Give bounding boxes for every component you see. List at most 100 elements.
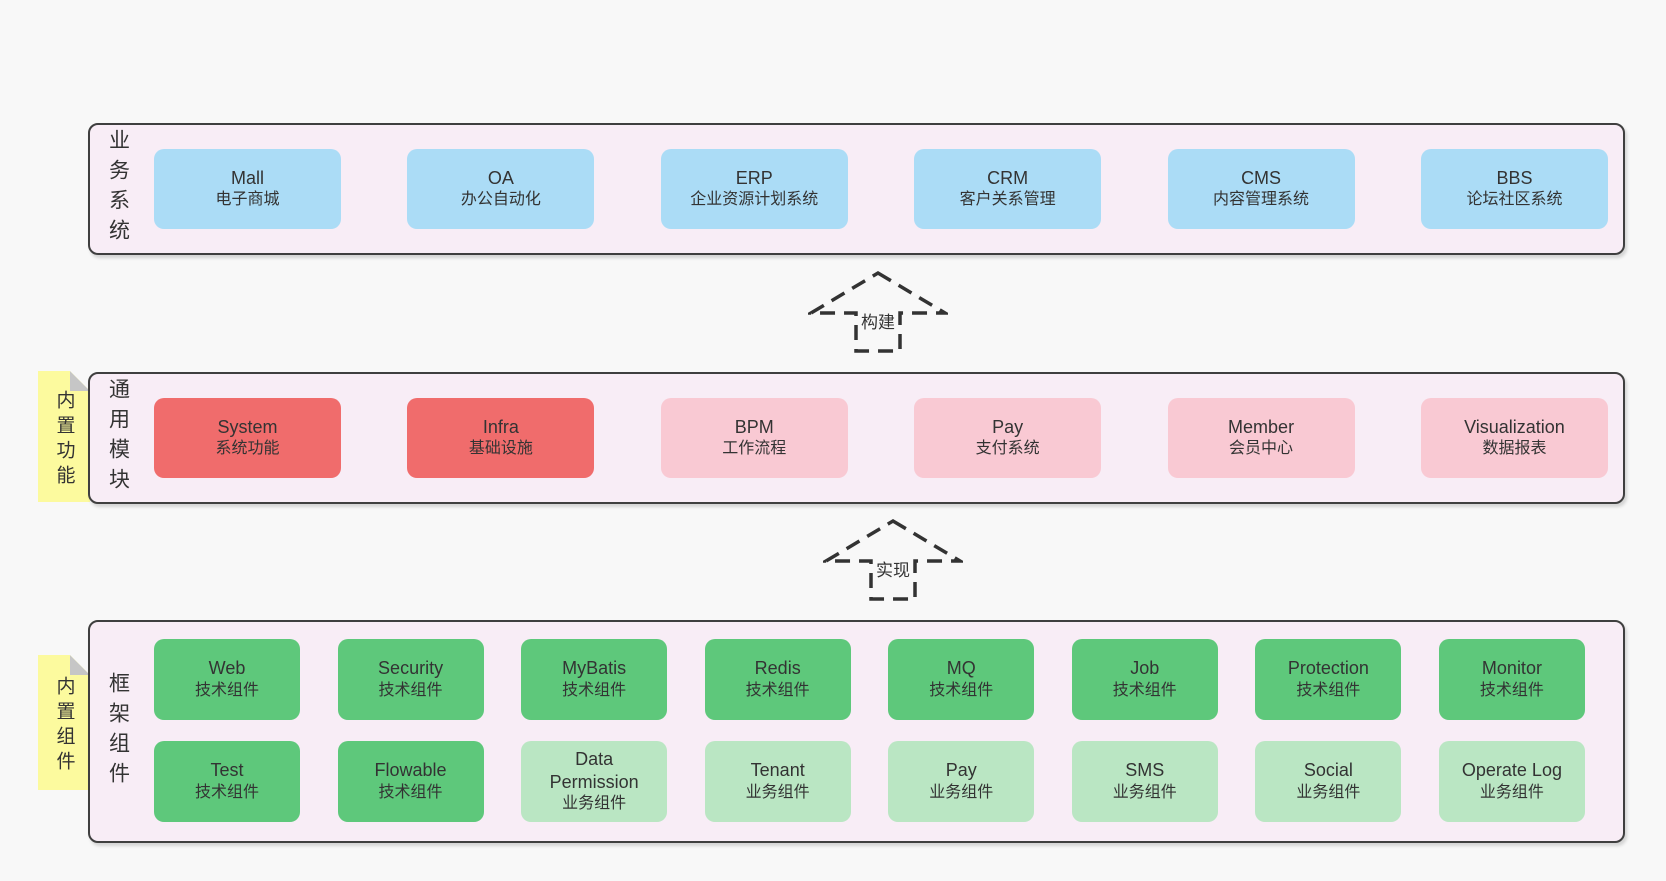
box-module-bpm: BPM 工作流程 bbox=[660, 398, 848, 478]
box-name: Job bbox=[1130, 658, 1160, 679]
box-name: Data Permission bbox=[549, 749, 639, 792]
box-component-security: Security 技术组件 bbox=[337, 639, 484, 720]
box-component-social: Social 业务组件 bbox=[1255, 741, 1402, 822]
box-name: Visualization bbox=[1464, 416, 1565, 437]
build-arrow-icon: 构建 bbox=[808, 270, 948, 353]
box-business-oa: OA 办公自动化 bbox=[407, 149, 595, 229]
box-desc: 论坛社区系统 bbox=[1466, 191, 1563, 209]
box-name: SMS bbox=[1125, 760, 1165, 781]
note-built-in-features: 内置功能 bbox=[38, 371, 90, 502]
box-component-sms: SMS 业务组件 bbox=[1071, 741, 1218, 822]
arrow-up-shape bbox=[808, 270, 948, 353]
implement-arrow-label: 实现 bbox=[876, 561, 910, 580]
box-component-mybatis: MyBatis 技术组件 bbox=[521, 639, 668, 720]
box-desc: 业务组件 bbox=[1112, 783, 1177, 801]
box-name: Test bbox=[210, 760, 244, 781]
box-name: Flowable bbox=[374, 760, 447, 781]
box-name: ERP bbox=[735, 167, 773, 188]
box-desc: 企业资源计划系统 bbox=[690, 191, 819, 209]
box-name: Social bbox=[1303, 760, 1353, 781]
box-name: OA bbox=[487, 167, 514, 188]
box-desc: 业务组件 bbox=[745, 783, 810, 801]
common-modules-panel: 通用模块 System 系统功能 Infra 基础设施 BPM 工作流程 Pay… bbox=[88, 372, 1625, 504]
framework-components-label-text: 框架组件 bbox=[106, 671, 130, 792]
box-desc: 技术组件 bbox=[1112, 681, 1177, 699]
box-desc: 技术组件 bbox=[929, 681, 994, 699]
box-component-mq: MQ 技术组件 bbox=[888, 639, 1035, 720]
implement-arrow-icon: 实现 bbox=[823, 518, 963, 601]
box-desc: 工作流程 bbox=[722, 440, 787, 458]
box-desc: 电子商城 bbox=[215, 191, 280, 209]
box-module-infra: Infra 基础设施 bbox=[407, 398, 595, 478]
box-component-web: Web 技术组件 bbox=[154, 639, 300, 720]
box-name: Operate Log bbox=[1461, 760, 1562, 781]
build-arrow-label: 构建 bbox=[861, 313, 895, 332]
components-row-1: Web 技术组件 Security 技术组件 MyBatis 技术组件 Redi… bbox=[154, 639, 1585, 720]
box-component-redis: Redis 技术组件 bbox=[704, 639, 851, 720]
box-desc: 业务组件 bbox=[1296, 783, 1361, 801]
box-name: MyBatis bbox=[562, 658, 627, 679]
box-desc: 技术组件 bbox=[378, 681, 443, 699]
box-module-member: Member 会员中心 bbox=[1167, 398, 1355, 478]
box-module-system: System 系统功能 bbox=[154, 398, 341, 478]
business-systems-label: 业务系统 bbox=[90, 125, 146, 253]
box-desc: 内容管理系统 bbox=[1213, 191, 1310, 209]
box-business-cms: CMS 内容管理系统 bbox=[1167, 149, 1355, 229]
folded-corner-icon bbox=[70, 655, 90, 675]
box-name: CMS bbox=[1241, 167, 1282, 188]
box-name: Pay bbox=[992, 416, 1024, 437]
business-systems-label-text: 业务系统 bbox=[106, 129, 130, 249]
box-name: System bbox=[217, 416, 278, 437]
components-row-2: Test 技术组件 Flowable 技术组件 Data Permission … bbox=[154, 741, 1585, 822]
box-desc: 技术组件 bbox=[194, 783, 259, 801]
box-name: Web bbox=[208, 658, 246, 679]
box-business-crm: CRM 客户关系管理 bbox=[914, 149, 1102, 229]
box-desc: 数据报表 bbox=[1482, 440, 1547, 458]
framework-components-panel: 框架组件 Web 技术组件 Security 技术组件 MyBatis 技术组件… bbox=[88, 620, 1625, 843]
box-module-pay: Pay 支付系统 bbox=[914, 398, 1102, 478]
box-desc: 技术组件 bbox=[1479, 681, 1544, 699]
box-business-mall: Mall 电子商城 bbox=[154, 149, 341, 229]
box-desc: 技术组件 bbox=[378, 783, 443, 801]
note-built-in-components: 内置组件 bbox=[38, 655, 90, 790]
box-desc: 客户关系管理 bbox=[959, 191, 1056, 209]
box-component-monitor: Monitor 技术组件 bbox=[1438, 639, 1585, 720]
box-name: Member bbox=[1228, 416, 1295, 437]
box-desc: 技术组件 bbox=[194, 681, 259, 699]
common-modules-label: 通用模块 bbox=[90, 374, 146, 502]
arrow-up-shape bbox=[823, 518, 963, 601]
framework-components-label: 框架组件 bbox=[90, 622, 146, 841]
box-component-protection: Protection 技术组件 bbox=[1255, 639, 1402, 720]
box-name: Mall bbox=[230, 167, 264, 188]
box-component-pay: Pay 业务组件 bbox=[888, 741, 1035, 822]
box-name: Monitor bbox=[1481, 658, 1542, 679]
common-modules-box-row: System 系统功能 Infra 基础设施 BPM 工作流程 Pay 支付系统… bbox=[146, 374, 1623, 502]
business-systems-box-row: Mall 电子商城 OA 办公自动化 ERP 企业资源计划系统 CRM 客户关系… bbox=[146, 125, 1623, 253]
box-business-erp: ERP 企业资源计划系统 bbox=[660, 149, 848, 229]
box-desc: 技术组件 bbox=[745, 681, 810, 699]
box-component-operate-log: Operate Log 业务组件 bbox=[1438, 741, 1585, 822]
box-name: Pay bbox=[945, 760, 977, 781]
box-business-bbs: BBS 论坛社区系统 bbox=[1420, 149, 1608, 229]
box-name: BBS bbox=[1496, 167, 1533, 188]
box-desc: 业务组件 bbox=[929, 783, 994, 801]
box-desc: 基础设施 bbox=[468, 440, 533, 458]
note-text: 内置组件 bbox=[53, 675, 75, 776]
framework-components-rows: Web 技术组件 Security 技术组件 MyBatis 技术组件 Redi… bbox=[146, 622, 1623, 841]
box-component-data-permission: Data Permission 业务组件 bbox=[521, 741, 668, 822]
box-name: Protection bbox=[1287, 658, 1369, 679]
box-name: Security bbox=[378, 658, 444, 679]
box-module-visualization: Visualization 数据报表 bbox=[1420, 398, 1608, 478]
box-desc: 技术组件 bbox=[562, 681, 627, 699]
box-name: Infra bbox=[482, 416, 519, 437]
box-desc: 业务组件 bbox=[1479, 783, 1544, 801]
box-name: Redis bbox=[754, 658, 801, 679]
box-desc: 支付系统 bbox=[975, 440, 1040, 458]
box-component-job: Job 技术组件 bbox=[1071, 639, 1218, 720]
business-systems-panel: 业务系统 Mall 电子商城 OA 办公自动化 ERP 企业资源计划系统 CRM… bbox=[88, 123, 1625, 255]
box-desc: 系统功能 bbox=[215, 440, 280, 458]
folded-corner-icon bbox=[70, 371, 90, 391]
box-desc: 业务组件 bbox=[562, 795, 627, 813]
box-name: CRM bbox=[987, 167, 1029, 188]
